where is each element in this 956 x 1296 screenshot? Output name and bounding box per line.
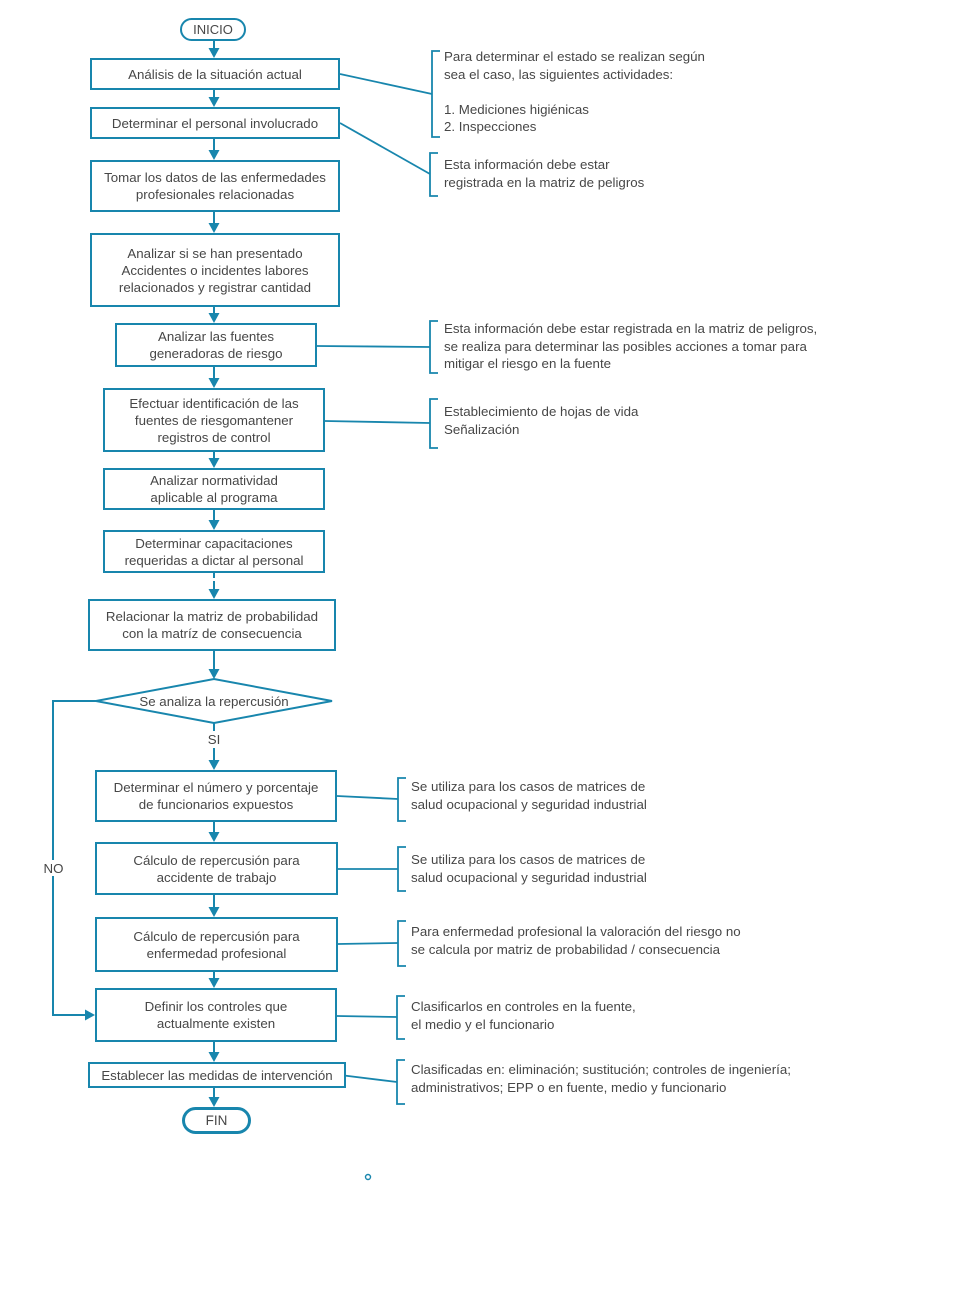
step-label: Cálculo de repercusión para enfermedad p… [133, 928, 300, 961]
step-box-analisis-situacion: Análisis de la situación actual [90, 58, 340, 90]
annotation-clasificadas-medidas: Clasificadas en: eliminación; sustitució… [411, 1062, 791, 1095]
step-label: Analizar normatividad aplicable al progr… [150, 473, 278, 505]
step-box-numero-porcentaje: Determinar el número y porcentaje de fun… [95, 770, 337, 822]
step-box-normatividad: Analizar normatividad aplicable al progr… [103, 468, 325, 510]
step-label: Analizar si se han presentado Accidentes… [118, 245, 312, 295]
yes-branch-label: SI [203, 731, 225, 748]
annotation-valoracion-riesgo: Para enfermedad profesional la valoració… [411, 924, 741, 957]
step-label: Análisis de la situación actual [128, 66, 302, 82]
start-label: INICIO [193, 22, 233, 37]
step-label: Cálculo de repercusión para accidente de… [133, 852, 300, 885]
annotation-connectors [316, 73, 433, 1083]
annotation-brackets [396, 50, 440, 1105]
step-label: Tomar los datos de las enfermedades prof… [104, 170, 326, 202]
decision-label: Se analiza la repercusión [114, 692, 314, 710]
step-label: Determinar capacitaciones requeridas a d… [124, 535, 304, 568]
annotation-mitigar-riesgo: Esta información debe estar registrada e… [444, 321, 818, 371]
no-branch-line [52, 700, 96, 1021]
step-label: Establecer las medidas de intervención [101, 1067, 333, 1083]
step-box-accidentes-incidentes: Analizar si se han presentado Accidentes… [90, 233, 340, 307]
step-box-identificacion-fuentes: Efectuar identificación de las fuentes d… [103, 388, 325, 452]
step-label: Definir los controles que actualmente ex… [144, 999, 288, 1031]
end-label: FIN [205, 1113, 228, 1128]
step-label: Determinar el número y porcentaje de fun… [113, 780, 319, 812]
decision-diamond [95, 677, 333, 725]
step-box-definir-controles: Definir los controles que actualmente ex… [95, 988, 337, 1042]
step-box-personal-involucrado: Determinar el personal involucrado [90, 107, 340, 139]
annotation-matrices-salud-2: Se utiliza para los casos de matrices de… [411, 852, 647, 885]
step-box-capacitaciones: Determinar capacitaciones requeridas a d… [103, 530, 325, 573]
annotation-clasificar-controles: Clasificarlos en controles en la fuente,… [411, 999, 636, 1032]
decision-label-text: Se analiza la repercusión [139, 693, 289, 709]
annotation-matrices-salud-1: Se utiliza para los casos de matrices de… [411, 779, 647, 812]
step-label: Determinar el personal involucrado [111, 115, 319, 131]
step-box-repercusion-accidente: Cálculo de repercusión para accidente de… [95, 842, 338, 895]
step-label: Efectuar identificación de las fuentes d… [129, 395, 299, 445]
start-terminal: INICIO [180, 18, 246, 41]
step-box-fuentes-riesgo: Analizar las fuentes generadoras de ries… [115, 323, 317, 367]
step-box-matriz-probabilidad: Relacionar la matriz de probabilidad con… [88, 599, 336, 651]
end-terminal: FIN [182, 1107, 251, 1134]
annotation-estado-actividades: Para determinar el estado se realizan se… [444, 49, 705, 134]
step-label: Relacionar la matriz de probabilidad con… [105, 609, 319, 641]
no-branch-label: NO [42, 860, 65, 876]
step-box-repercusion-enfermedad: Cálculo de repercusión para enfermedad p… [95, 917, 338, 972]
annotation-hojas-vida: Establecimiento de hojas de vida Señaliz… [444, 404, 639, 437]
stray-dot-icon [364, 1173, 372, 1181]
annotation-matriz-peligros: Esta información debe estar registrada e… [444, 157, 645, 190]
step-box-datos-enfermedades: Tomar los datos de las enfermedades prof… [90, 160, 340, 212]
step-box-medidas-intervencion: Establecer las medidas de intervención [88, 1062, 346, 1088]
step-label: Analizar las fuentes generadoras de ries… [149, 329, 283, 361]
flow-arrows [208, 40, 220, 1107]
